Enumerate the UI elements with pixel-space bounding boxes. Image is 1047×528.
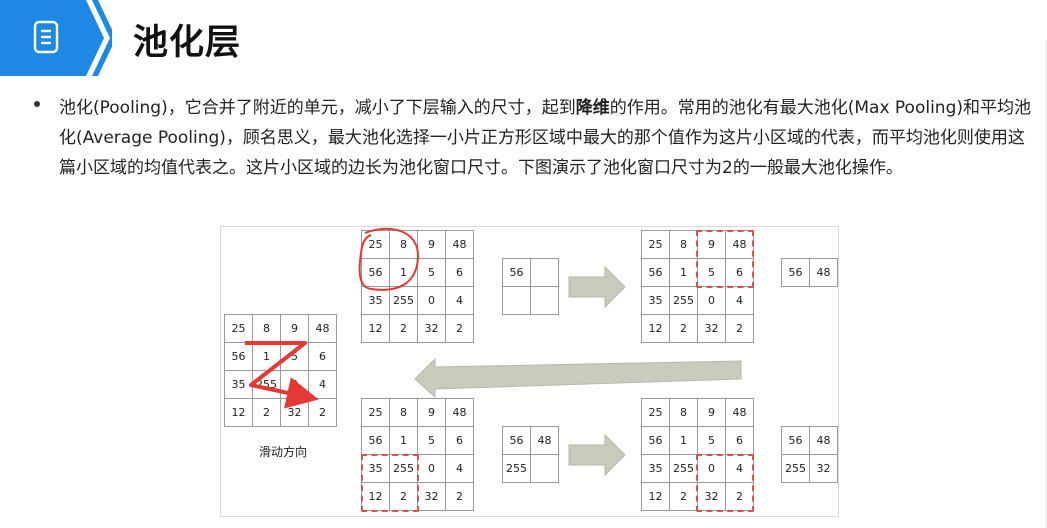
matrix-cell: 56 xyxy=(781,258,810,287)
right-arrow xyxy=(568,433,626,477)
matrix-cell xyxy=(530,258,559,287)
matrix-cell: 2 xyxy=(725,314,754,343)
body-text-1: 池化(Pooling)，它合并了附近的单元，减小了下层输入的尺寸，起到 xyxy=(59,98,576,118)
matrix-cell: 8 xyxy=(252,314,281,343)
matrix-cell: 9 xyxy=(417,230,446,259)
sliding-path-z xyxy=(245,341,319,409)
right-arrow xyxy=(568,265,626,309)
matrix-cell: 48 xyxy=(308,314,337,343)
matrix-cell: 6 xyxy=(445,426,474,455)
matrix-cell: 48 xyxy=(725,398,754,427)
matrix-cell: 12 xyxy=(361,482,390,511)
matrix-cell: 1 xyxy=(389,258,418,287)
header-badge xyxy=(0,0,112,76)
matrix-cell: 25 xyxy=(361,398,390,427)
matrix-cell: 56 xyxy=(361,258,390,287)
matrix-cell: 6 xyxy=(725,426,754,455)
matrix-cell: 48 xyxy=(809,258,838,287)
matrix-cell: 32 xyxy=(417,482,446,511)
matrix-cell: 25 xyxy=(361,230,390,259)
pooling-window-highlight xyxy=(696,230,754,288)
page-title: 池化层 xyxy=(133,23,242,63)
matrix-cell: 255 xyxy=(781,454,810,483)
body-text-2: 的作用。常用的池化有最大池化(Max Pooling)和平均池化(Average… xyxy=(59,98,1032,178)
matrix-cell: 2 xyxy=(445,482,474,511)
bullet-dot xyxy=(34,101,40,107)
matrix-cell: 6 xyxy=(725,258,754,287)
matrix-cell: 12 xyxy=(641,314,670,343)
matrix-cell: 255 xyxy=(502,454,531,483)
matrix-cell: 2 xyxy=(725,482,754,511)
matrix-cell: 5 xyxy=(697,258,726,287)
matrix-cell: 12 xyxy=(224,398,253,427)
matrix-cell: 9 xyxy=(697,398,726,427)
matrix-cell: 8 xyxy=(389,398,418,427)
matrix-cell: 4 xyxy=(445,286,474,315)
matrix-cell: 2 xyxy=(669,482,698,511)
matrix-cell: 0 xyxy=(697,454,726,483)
matrix-cell: 255 xyxy=(389,454,418,483)
matrix-cell: 32 xyxy=(417,314,446,343)
body-text-bold: 降维 xyxy=(575,98,610,118)
matrix-cell: 8 xyxy=(669,398,698,427)
body-paragraph: 池化(Pooling)，它合并了附近的单元，减小了下层输入的尺寸，起到降维的作用… xyxy=(59,93,1034,183)
step1-output-matrix: 56 xyxy=(502,258,559,315)
pooling-window-highlight xyxy=(696,454,754,512)
matrix-cell: 6 xyxy=(445,258,474,287)
matrix-cell: 0 xyxy=(417,454,446,483)
matrix-cell: 35 xyxy=(641,454,670,483)
matrix-cell xyxy=(530,454,559,483)
matrix-cell xyxy=(530,286,559,315)
sliding-direction-caption: 滑动方向 xyxy=(259,445,308,459)
matrix-cell: 5 xyxy=(280,342,309,371)
matrix-cell: 12 xyxy=(361,314,390,343)
document-list-icon xyxy=(33,20,59,54)
figure-overlay xyxy=(245,227,742,477)
matrix-cell: 4 xyxy=(445,454,474,483)
matrix-cell: 0 xyxy=(417,286,446,315)
hand-drawn-circle xyxy=(358,227,420,291)
matrix-cell: 255 xyxy=(389,286,418,315)
matrix-cell: 2 xyxy=(252,398,281,427)
matrix-cell: 56 xyxy=(641,426,670,455)
matrix-cell: 1 xyxy=(389,426,418,455)
matrix-cell: 48 xyxy=(445,398,474,427)
matrix-cell: 32 xyxy=(809,454,838,483)
matrix-cell: 12 xyxy=(641,482,670,511)
back-arrow xyxy=(414,357,742,399)
matrix-cell: 5 xyxy=(417,426,446,455)
matrix-cell: 48 xyxy=(530,426,559,455)
matrix-cell: 2 xyxy=(669,314,698,343)
pooling-window-highlight xyxy=(361,454,419,512)
matrix-cell: 56 xyxy=(502,258,531,287)
matrix-cell: 5 xyxy=(417,258,446,287)
matrix-cell: 2 xyxy=(445,314,474,343)
